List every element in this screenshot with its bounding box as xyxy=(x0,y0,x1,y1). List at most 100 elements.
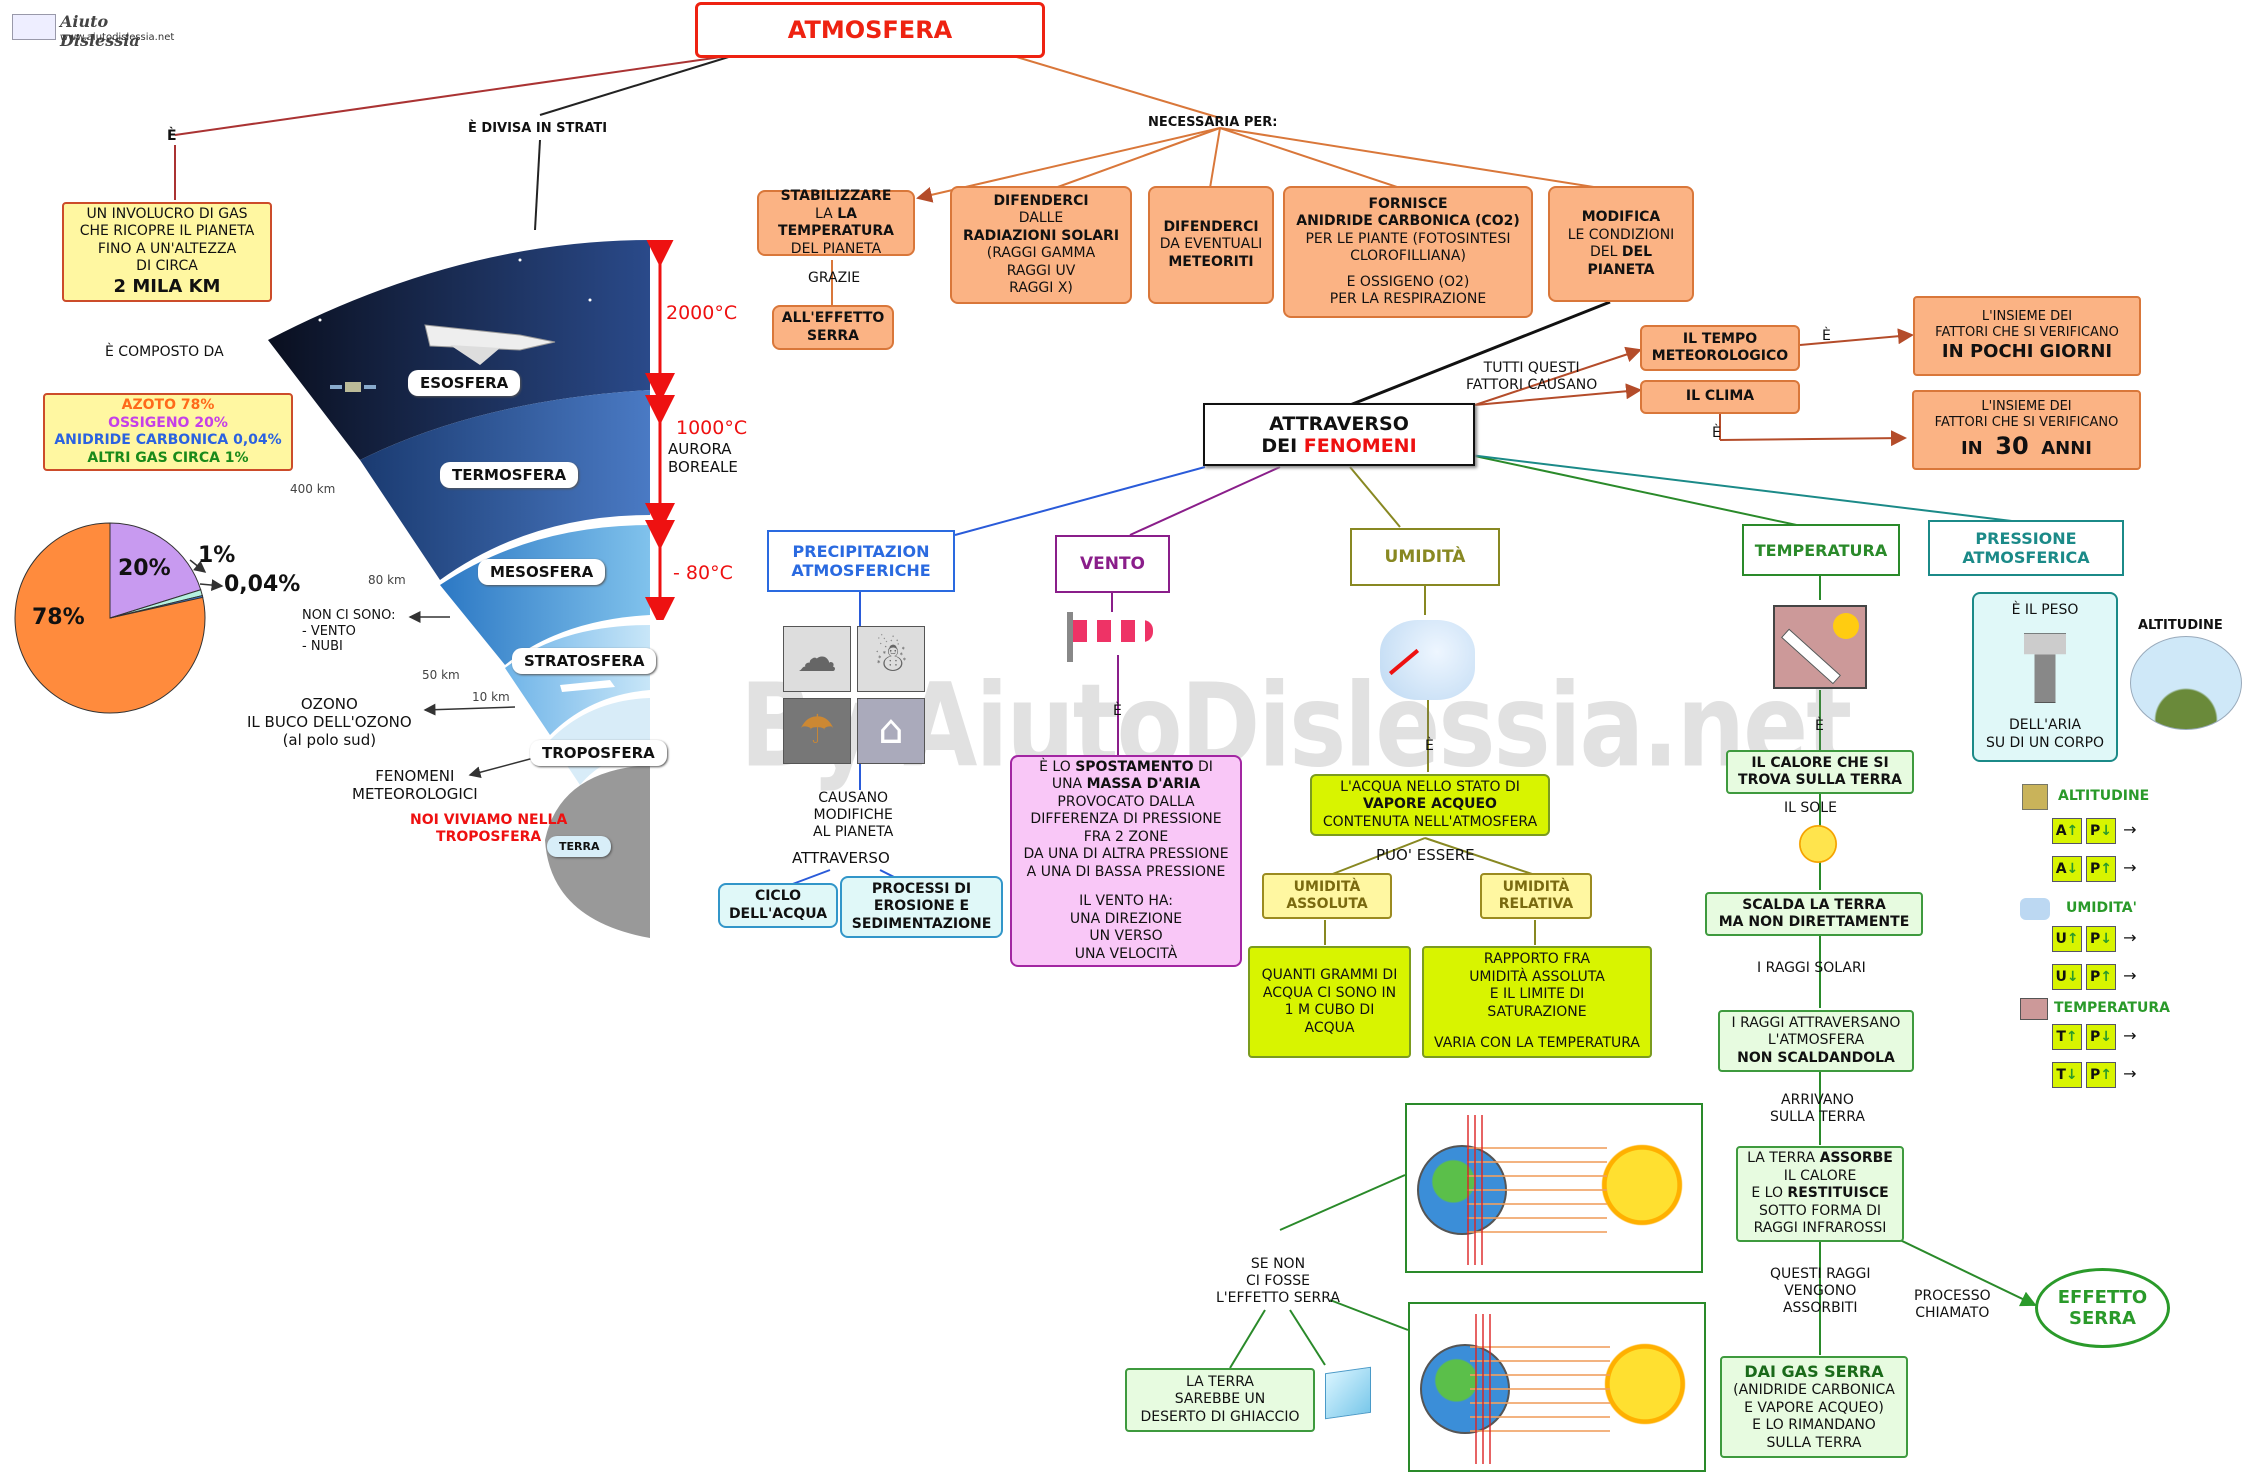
noi-viviamo-label: NOI VIVIAMO NELLA TROPOSFERA xyxy=(410,812,568,845)
tempo-line-2: METEOROLOGICO xyxy=(1651,348,1789,364)
thermometer-sun-icon xyxy=(1773,605,1867,689)
deserto-line-3: DESERTO DI GHIACCIO xyxy=(1140,1408,1300,1425)
relativa-desc-line-3: E IL LIMITE DI xyxy=(1489,986,1585,1003)
assoluta-line-2: ASSOLUTA xyxy=(1286,896,1368,912)
legend-row-t2: T↓P↑ → xyxy=(2050,1062,2137,1088)
clima-desc-line-3: IN 30 ANNI xyxy=(1960,432,2093,461)
legend-row-u2: U↓P↑ → xyxy=(2050,964,2137,990)
vento-line-10: UNA DIREZIONE xyxy=(1069,910,1183,927)
all-effetto-serra-box: ALL'EFFETTO SERRA xyxy=(772,305,894,350)
umbrella-icon: ☂ xyxy=(783,698,851,764)
layer-termosfera: TERMOSFERA xyxy=(440,462,579,488)
ciclo-acqua-box: CICLO DELL'ACQUA xyxy=(718,883,838,928)
tempo-e-label: È xyxy=(1822,328,1831,344)
scalda-box: SCALDA LA TERRA MA NON DIRETTAMENTE xyxy=(1705,892,1923,936)
fornisce-line-5: E OSSIGENO (O2) xyxy=(1346,273,1470,290)
modifica-line-3: DEL DEL PIANETA xyxy=(1587,244,1655,278)
legend-a2-a: A↓ xyxy=(2052,856,2082,882)
causano-label: CAUSANO MODIFICHE AL PIANETA xyxy=(813,790,894,840)
difenderci-rad-line-3: RADIAZIONI SOLARI xyxy=(962,227,1120,244)
pressione-title-line-2: ATMOSFERICA xyxy=(1962,548,2090,567)
tempo-desc-line-2: FATTORI CHE SI VERIFICANO xyxy=(1935,324,2119,340)
assorbe-line-4: SOTTO FORMA DI xyxy=(1758,1202,1882,1219)
pie-slice-ossigeno xyxy=(109,522,202,619)
pie-label-1: 1% xyxy=(198,543,236,568)
stabilizzare-line-3: DEL PIANETA xyxy=(790,240,882,257)
difenderci-rad-line-6: RAGGI X) xyxy=(1009,280,1073,296)
weight-scale-icon xyxy=(2024,633,2066,704)
aurora-label: AURORA BOREALE xyxy=(668,440,738,476)
pie-label-004: 0,04% xyxy=(224,572,301,597)
divisa-label: È DIVISA IN STRATI xyxy=(468,121,608,136)
temperature-brackets xyxy=(645,240,675,620)
precipitazioni-title: PRECIPITAZION ATMOSFERICHE xyxy=(767,530,955,592)
precip-title-line-1: PRECIPITAZION xyxy=(792,542,930,561)
vento-line-6: DA UNA DI ALTRA PRESSIONE xyxy=(1023,846,1229,863)
difenderci-rad-line-2: DALLE xyxy=(1018,210,1064,226)
involucro-line-3: FINO A UN'ALTEZZA xyxy=(97,240,237,257)
mountain-icon xyxy=(2022,784,2048,810)
assorbe-line-2: IL CALORE xyxy=(1783,1167,1857,1184)
pressione-title: PRESSIONE ATMOSFERICA xyxy=(1928,520,2124,576)
effetto-serra-ellipse: EFFETTO SERRA xyxy=(2035,1268,2170,1348)
km-80: 80 km xyxy=(368,573,406,587)
difenderci-rad-line-5: RAGGI UV xyxy=(1006,262,1076,279)
thermometer-icon xyxy=(2020,998,2048,1020)
gas-box: AZOTO 78% OSSIGENO 20% ANIDRIDE CARBONIC… xyxy=(43,393,293,471)
sun-face-icon xyxy=(1597,1140,1687,1230)
temp-minus80: - 80°C xyxy=(673,562,733,584)
km-400: 400 km xyxy=(290,482,336,496)
clima-e-label: È xyxy=(1712,425,1721,441)
modifica-line-1: MODIFICA xyxy=(1581,209,1661,225)
legend-a1-a: A↑ xyxy=(2052,818,2082,844)
relativa-desc-line-1: RAPPORTO FRA xyxy=(1483,951,1591,968)
involucro-line-4: DI CIRCA xyxy=(136,258,198,275)
umidita-desc-box: L'ACQUA NELLO STATO DI VAPORE ACQUEO CON… xyxy=(1310,774,1550,836)
composto-label: È COMPOSTO DA xyxy=(105,344,224,360)
gas-altri: ALTRI GAS CIRCA 1% xyxy=(87,449,249,466)
processi-line-2: EROSIONE E xyxy=(873,898,970,915)
relativa-desc-line-2: UMIDITÀ ASSOLUTA xyxy=(1469,968,1605,985)
clima-label: IL CLIMA xyxy=(1685,388,1755,405)
gas-serra-line-3: E VAPORE ACQUEO) xyxy=(1744,1399,1884,1416)
assoluta-desc-line-1: QUANTI GRAMMI DI xyxy=(1261,967,1398,983)
altitude-globe-icon xyxy=(2130,636,2242,730)
brand-name: Aiuto Dislessia xyxy=(60,12,140,50)
attraverso-line-1: ATTRAVERSO xyxy=(1269,412,1409,435)
vento-line-4: DIFFERENZA DI PRESSIONE xyxy=(1030,811,1222,828)
vento-desc-box: È LO SPOSTAMENTO DI UNA MASSA D'ARIA PRO… xyxy=(1010,755,1242,967)
tempo-meteorologico-box: IL TEMPO METEOROLOGICO xyxy=(1640,325,1800,371)
fornisce-line-3: PER LE PIANTE (FOTOSINTESI xyxy=(1305,230,1511,247)
legend-u1-p: P↓ xyxy=(2086,926,2116,952)
fornisce-box: FORNISCE ANIDRIDE CARBONICA (CO2) PER LE… xyxy=(1283,186,1533,318)
umidita-assoluta-box: UMIDITÀ ASSOLUTA xyxy=(1262,873,1392,919)
attraversano-box: I RAGGI ATTRAVERSANO L'ATMOSFERA NON SCA… xyxy=(1718,1010,1914,1072)
stabilizzare-line-1: STABILIZZARE xyxy=(780,188,892,204)
vento-line-11: UN VERSO xyxy=(1089,928,1163,945)
modifica-line-2: LE CONDIZIONI xyxy=(1567,226,1675,243)
layer-troposfera: TROPOSFERA xyxy=(530,740,667,766)
relativa-desc-box: RAPPORTO FRA UMIDITÀ ASSOLUTA E IL LIMIT… xyxy=(1422,946,1652,1058)
umidita-desc-line-3: CONTENUTA NELL'ATMOSFERA xyxy=(1322,813,1538,830)
involucro-box: UN INVOLUCRO DI GAS CHE RICOPRE IL PIANE… xyxy=(62,202,272,302)
legend-a1-p: P↓ xyxy=(2086,818,2116,844)
umidita-desc-line-1: L'ACQUA NELLO STATO DI xyxy=(1340,778,1520,795)
difenderci-met-line-3: METEORITI xyxy=(1168,253,1254,270)
relativa-desc-line-4: SATURAZIONE xyxy=(1487,1003,1587,1020)
gas-serra-line-1: DAI GAS SERRA xyxy=(1744,1362,1884,1381)
effetto-serra-line-1: ALL'EFFETTO xyxy=(781,310,885,326)
legend-title-altitudine: ALTITUDINE xyxy=(2058,788,2150,804)
attraverso-line-2: DEI FENOMENI xyxy=(1261,434,1417,457)
vento-line-3: PROVOCATO DALLA xyxy=(1057,793,1195,810)
difenderci-rad-line-1: DIFENDERCI xyxy=(993,192,1089,209)
watermark: By AiutoDislessia.net xyxy=(740,658,1852,794)
legend-u2-p: P↑ xyxy=(2086,964,2116,990)
space-shuttle-icon xyxy=(424,324,556,365)
temperatura-title-text: TEMPERATURA xyxy=(1754,540,1888,560)
gas-serra-line-5: SULLA TERRA xyxy=(1766,1434,1862,1451)
effetto-line-1: EFFETTO xyxy=(2057,1287,2148,1308)
attraversano-line-1: I RAGGI ATTRAVERSANO xyxy=(1731,1014,1901,1031)
legend-row-a1: A↑P↓ → xyxy=(2050,818,2137,844)
difenderci-met-line-2: DA EVENTUALI xyxy=(1159,236,1263,253)
effetto-line-2: SERRA xyxy=(2069,1308,2136,1329)
